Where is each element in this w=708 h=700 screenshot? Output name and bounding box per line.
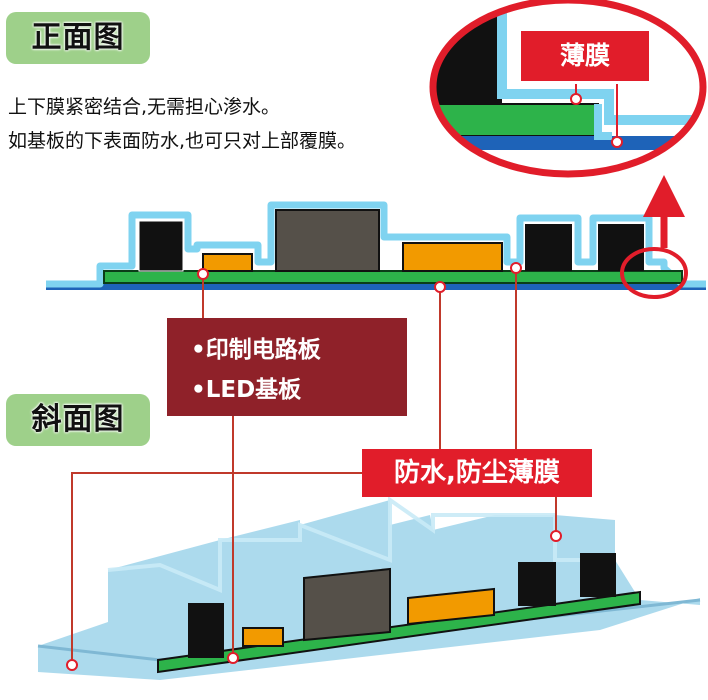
front-base-line: [46, 284, 706, 290]
zoom-film-label: 薄膜: [518, 28, 652, 84]
pcb-callout: •印制电路板 •LED基板: [167, 318, 407, 416]
side-component-orange-large: [407, 587, 495, 626]
front-view-drawing: [46, 175, 706, 299]
zoom-base: [433, 136, 703, 150]
side-component-black-2: [518, 562, 556, 606]
side-component-black: [188, 603, 224, 658]
side-view-drawing: [37, 496, 701, 680]
front-component-black: [138, 220, 184, 272]
zoom-detail: [429, 0, 707, 178]
description-line-2: 如基板的下表面防水,也可只对上部覆膜。: [8, 130, 357, 152]
pcb-callout-line-2: •LED基板: [191, 377, 302, 403]
front-component-orange-large: [402, 242, 503, 272]
description-line-1: 上下膜紧密结合,无需担心渗水。: [8, 96, 281, 118]
front-component-black-2: [525, 224, 572, 271]
zoom-circle-border: [429, 0, 707, 178]
pcb-callout-line-1: •印制电路板: [191, 337, 321, 363]
zoom-pcb: [433, 103, 599, 137]
description-text: 上下膜紧密结合,无需担心渗水。 如基板的下表面防水,也可只对上部覆膜。: [8, 90, 356, 158]
front-component-orange-small: [202, 253, 253, 272]
front-component-black-3: [598, 224, 644, 271]
front-film-outline: [46, 201, 706, 288]
front-view-label: 正面图: [6, 12, 150, 64]
side-component-black-3: [580, 553, 616, 597]
callout-dots: [66, 262, 562, 671]
front-component-gray: [275, 209, 380, 272]
side-component-orange-small: [242, 627, 284, 647]
film-callout: 防水,防尘薄膜: [362, 449, 592, 497]
side-view-label: 斜面图: [6, 394, 150, 446]
front-zoom-marker: [620, 247, 688, 299]
front-pcb-board: [103, 270, 683, 284]
side-component-gray: [303, 567, 391, 642]
